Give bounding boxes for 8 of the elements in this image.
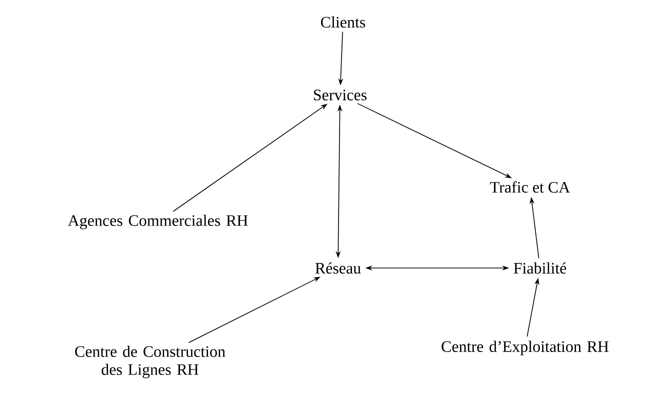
text-label: Trafic et CA	[490, 181, 570, 193]
text-label: Services	[314, 90, 367, 100]
text-label: Réseau	[315, 262, 361, 274]
text-label: Clients	[321, 16, 366, 28]
text-label: Agences Commerciales RH	[68, 214, 248, 230]
text-label: Centre d’Exploitation RH	[442, 340, 609, 356]
text-label: Centre de Construction des Lignes RH	[75, 346, 226, 378]
text-label: Fiabilité	[514, 262, 566, 274]
